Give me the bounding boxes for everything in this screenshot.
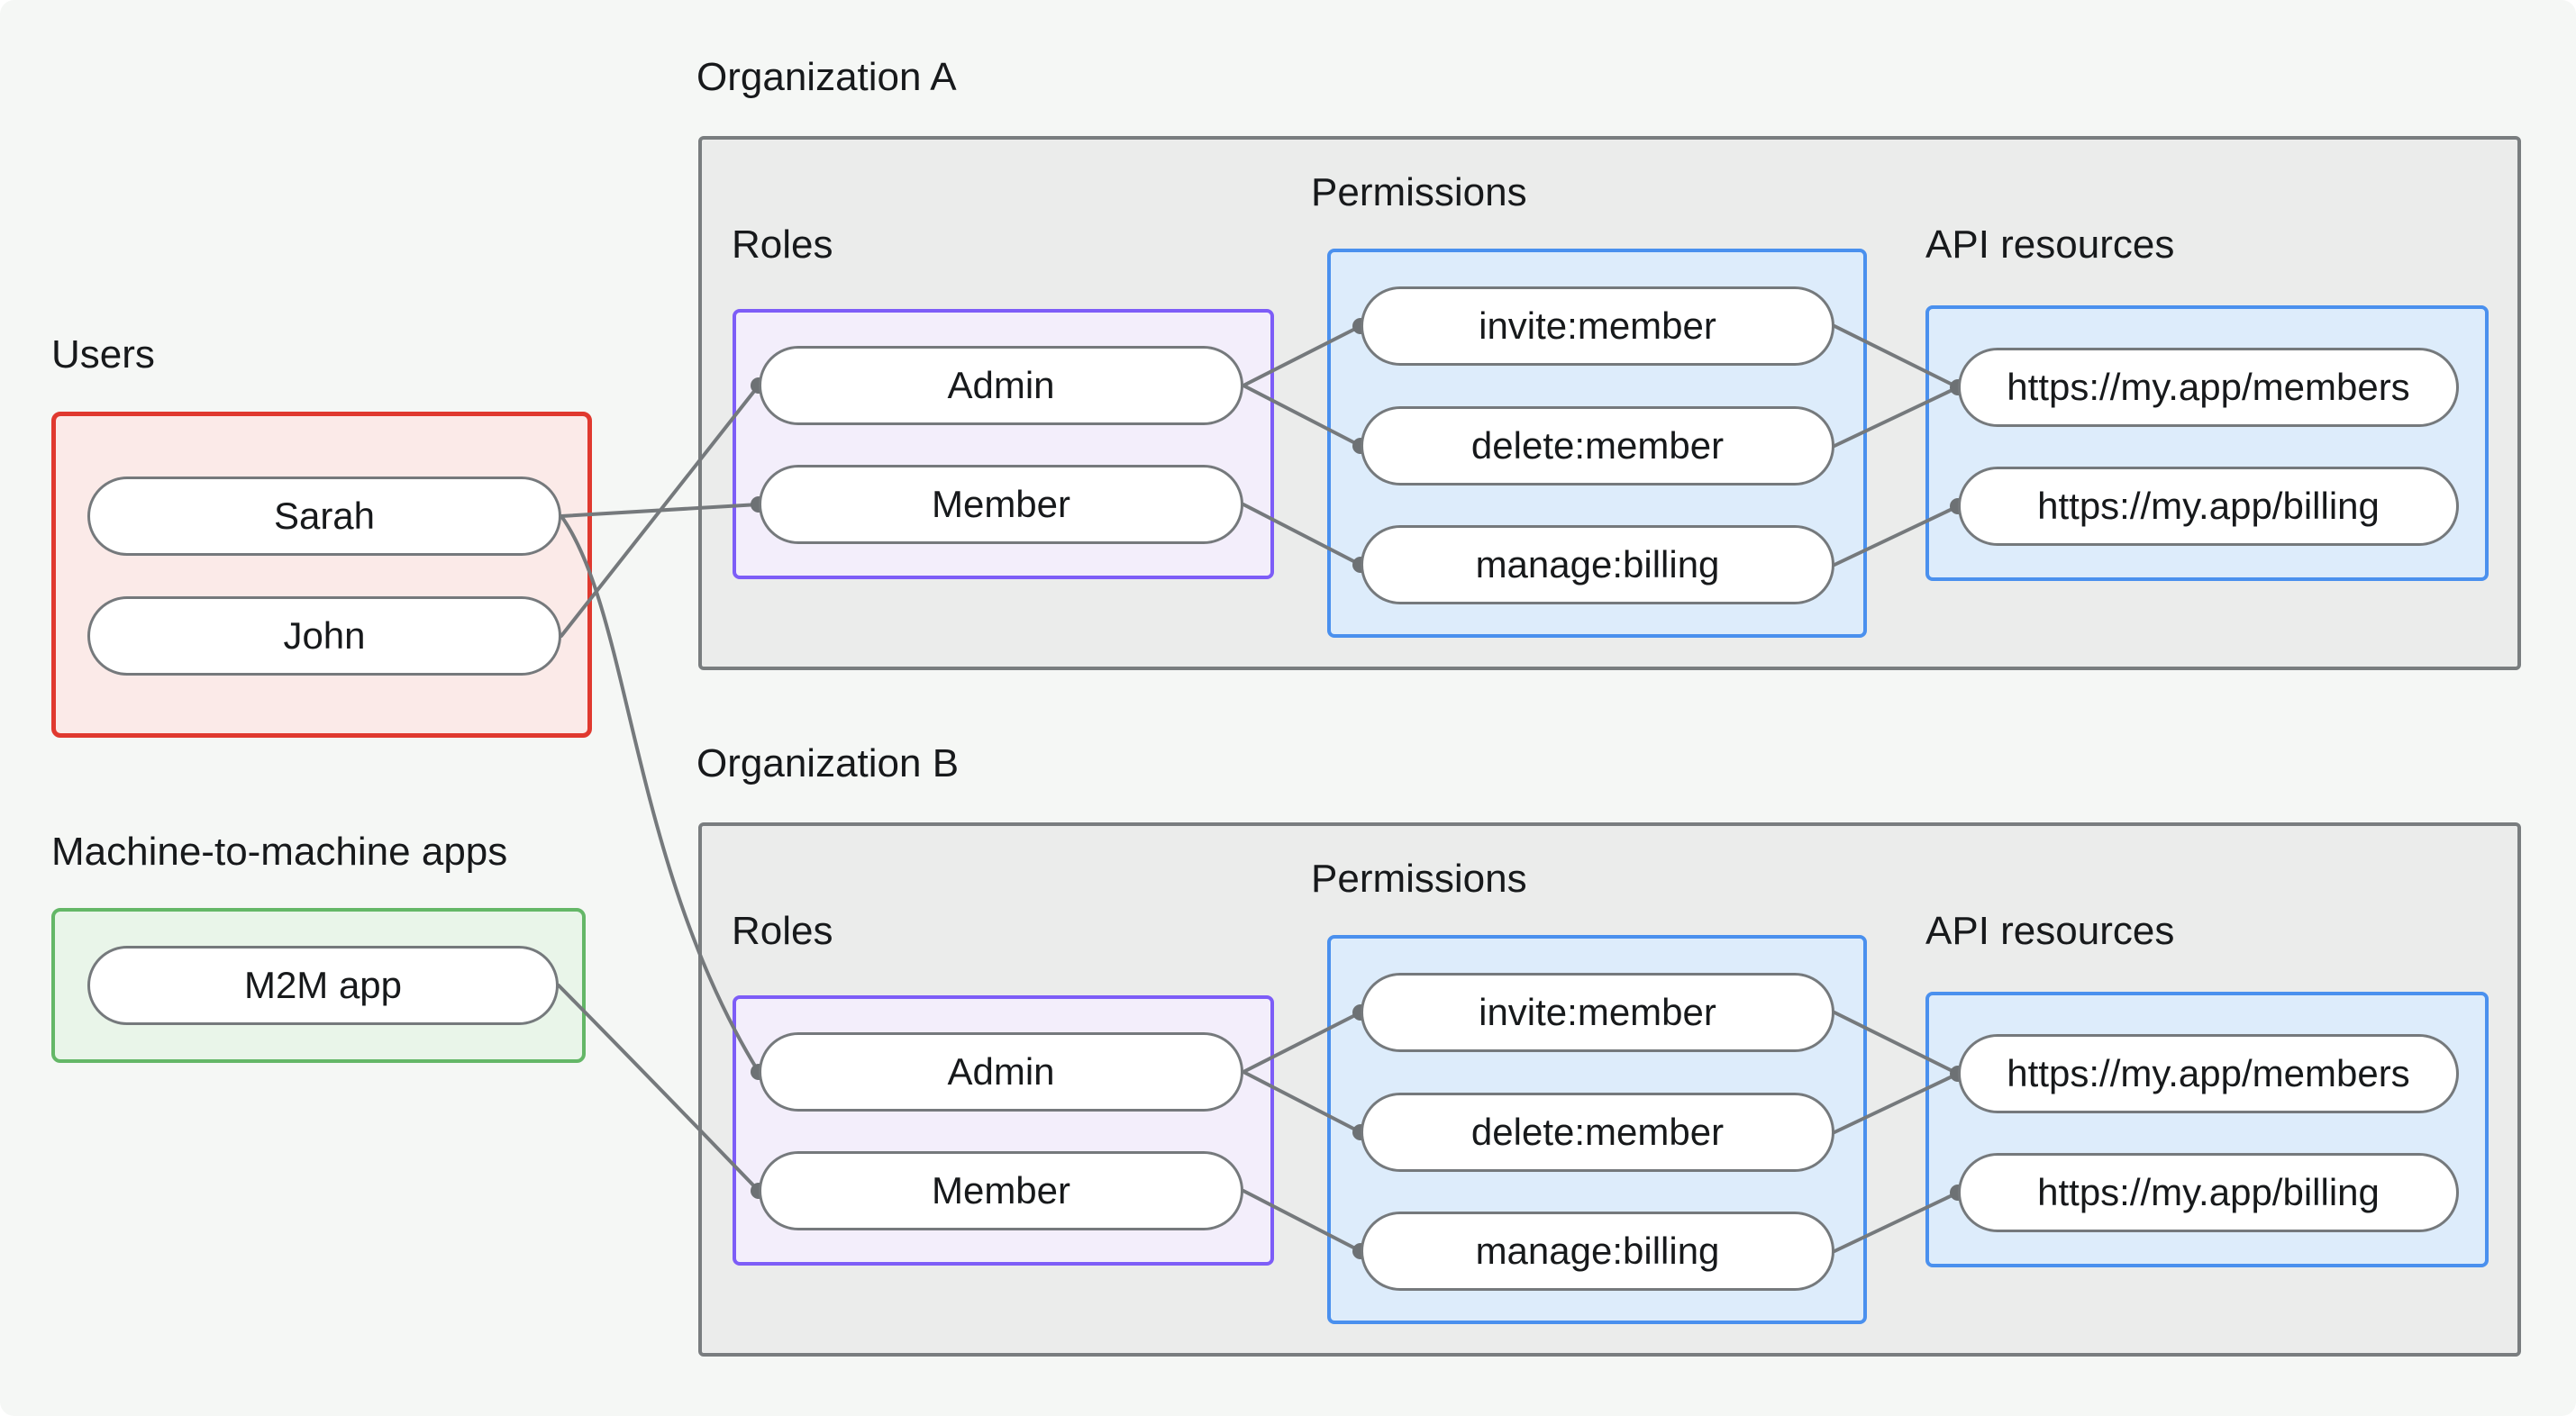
node-m2m-app: M2M app xyxy=(87,946,559,1025)
org-a-permissions-label: Permissions xyxy=(1311,170,1527,214)
org-a-roles-label: Roles xyxy=(732,222,833,267)
users-box xyxy=(51,412,592,738)
org-a-title: Organization A xyxy=(696,55,957,99)
users-label: Users xyxy=(51,332,155,377)
node-org-b-perm-manage: manage:billing xyxy=(1361,1212,1834,1291)
node-user-john: John xyxy=(87,596,561,676)
node-org-a-api-members: https://my.app/members xyxy=(1958,348,2459,427)
org-a-api-label: API resources xyxy=(1925,222,2175,267)
node-user-sarah: Sarah xyxy=(87,477,561,556)
node-org-a-perm-manage: manage:billing xyxy=(1361,525,1834,604)
node-org-a-role-admin: Admin xyxy=(759,346,1243,425)
node-org-b-api-members: https://my.app/members xyxy=(1958,1034,2459,1113)
node-org-b-perm-invite: invite:member xyxy=(1361,973,1834,1052)
node-org-b-role-member: Member xyxy=(759,1151,1243,1230)
node-org-b-role-admin: Admin xyxy=(759,1032,1243,1112)
node-org-b-api-billing: https://my.app/billing xyxy=(1958,1153,2459,1232)
m2m-label: Machine-to-machine apps xyxy=(51,830,508,874)
org-b-permissions-label: Permissions xyxy=(1311,857,1527,901)
org-b-roles-label: Roles xyxy=(732,909,833,953)
org-b-title: Organization B xyxy=(696,741,960,785)
node-org-a-perm-delete: delete:member xyxy=(1361,406,1834,486)
node-org-a-role-member: Member xyxy=(759,465,1243,544)
node-org-a-api-billing: https://my.app/billing xyxy=(1958,467,2459,546)
node-org-a-perm-invite: invite:member xyxy=(1361,286,1834,366)
org-b-api-label: API resources xyxy=(1925,909,2175,953)
node-org-b-perm-delete: delete:member xyxy=(1361,1093,1834,1172)
